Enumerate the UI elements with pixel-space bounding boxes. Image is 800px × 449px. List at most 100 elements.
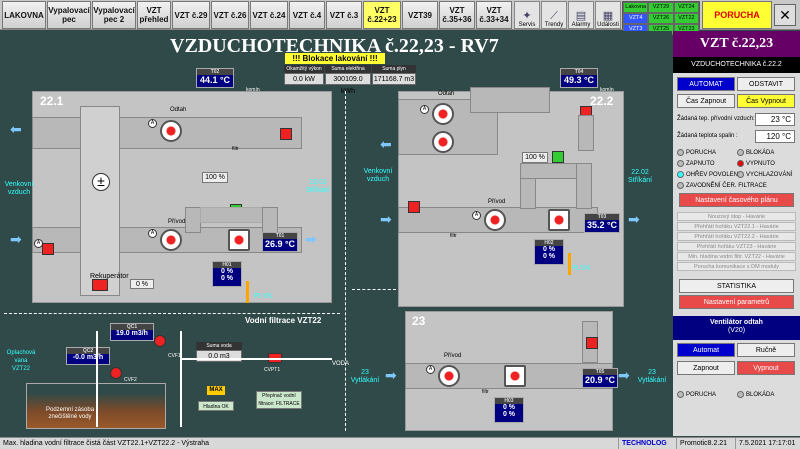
unit-title: VZT č.22,23 — [673, 31, 800, 57]
duct-vertical-22-1 — [185, 207, 201, 233]
duct-odtah-top-22-2 — [470, 87, 550, 113]
nav-vzt-29[interactable]: VZT č.29 — [172, 1, 210, 29]
zadana-spalin-input[interactable]: 120 °C — [755, 130, 795, 143]
led-blokada: BLOKÁDA — [737, 149, 774, 156]
nav-vzt-3[interactable]: VZT č.3 — [326, 1, 362, 29]
zadana-privod-input[interactable]: 23 °C — [755, 113, 795, 126]
nav-vzt-prehled[interactable]: VZT přehled — [137, 1, 171, 29]
fan-privod-22-2[interactable] — [484, 209, 506, 231]
damper-odtah-22-1[interactable] — [280, 128, 292, 140]
valve-22-2[interactable] — [552, 151, 564, 163]
fan-odtah-22-2a[interactable] — [432, 103, 454, 125]
nav-lakovna[interactable]: LAKOVNA — [2, 1, 46, 29]
nav-vzt-4[interactable]: VZT č.4 — [289, 1, 325, 29]
ventilator-zapnout-button[interactable]: Zapnout — [677, 361, 735, 375]
status-led-icon — [677, 149, 684, 156]
cas-vypnout-button[interactable]: Čas Vypnout — [737, 94, 795, 108]
servis-button[interactable]: ✦Servis — [514, 1, 540, 29]
damper-23[interactable] — [586, 337, 598, 349]
led-porucha: PORUCHA — [677, 149, 716, 156]
fan-privod-23[interactable] — [438, 365, 460, 387]
filtrace-title: Vodní filtrace VZT22 — [245, 316, 322, 325]
zone-22-1-label: 22.1 — [40, 94, 64, 108]
nav-vzt-35-36[interactable]: VZT č.35+36 — [439, 1, 475, 29]
events-icon: ▦ — [602, 10, 614, 22]
nb01-value: 0 % — [130, 279, 154, 289]
heater-23[interactable] — [504, 365, 526, 387]
odstavit-button[interactable]: ODSTAVIT — [737, 77, 795, 91]
burner-22-1[interactable] — [92, 279, 108, 291]
mode-indicator: A — [148, 119, 157, 128]
water-pipe — [182, 358, 332, 360]
nav-vzt-22-23[interactable]: VZT č.22+23 — [363, 1, 401, 29]
status-message[interactable]: Max. hladina vodní filtrace čistá část V… — [3, 440, 210, 447]
vytlakani-label-right: 23 Vytlákání — [637, 369, 667, 384]
rekuperator-box — [80, 106, 120, 296]
nav-vzt-24[interactable]: VZT č.24 — [250, 1, 288, 29]
led-zavodneni: ZAVODNĚNÍ ČER. FILTRACE — [677, 182, 767, 189]
udalosti-button[interactable]: ▦Události — [595, 1, 621, 29]
fan-odtah-22-2b[interactable] — [432, 131, 454, 153]
nav-vzt-26[interactable]: VZT č.26 — [211, 1, 249, 29]
trendy-button[interactable]: ⟋Trendy — [541, 1, 567, 29]
automat-button[interactable]: AUTOMAT — [677, 77, 735, 91]
pump-cvf1[interactable] — [154, 335, 166, 347]
status-datetime: 7.5.2021 17:17:01 — [735, 438, 798, 449]
pump-cvf2[interactable] — [110, 367, 122, 379]
alarm-row: Přehřátí hořáku VZT23 - Havárie — [677, 242, 796, 251]
venkovni-label-22-2: Venkovní vzduch — [363, 168, 393, 183]
ventilator-led-blokada: BLOKÁDA — [737, 391, 774, 398]
gas-pipe-22-2 — [568, 253, 571, 275]
mini-status-cell[interactable]: VZT22 — [673, 13, 699, 24]
privod-label-22-2: Přívod — [488, 199, 506, 205]
alarmy-button[interactable]: ▤Alarmy — [568, 1, 594, 29]
nav-vypalovaci-pec[interactable]: Vypalovací pec — [47, 1, 91, 29]
gas-pipe-22-1 — [246, 281, 249, 303]
chart-icon: ⟋ — [550, 10, 558, 22]
ventilator-vypnout-button[interactable]: Vypnout — [737, 361, 795, 375]
damper-22-1[interactable] — [42, 243, 54, 255]
mode-indicator: A — [426, 365, 435, 374]
filtrace-switch[interactable]: Přepínač vodní filtrace: FILTRACE — [256, 391, 302, 409]
nastaveni-planu-button[interactable]: Nastavení časového plánu — [679, 193, 794, 207]
alarm-icon: ▤ — [575, 10, 587, 22]
flow-qc2: QC2-0.0 m3/h — [66, 347, 110, 365]
striknani-label-22-2: 22.02 Stříkání — [627, 169, 653, 184]
mini-status-cell[interactable]: VZT24 — [673, 2, 699, 13]
led-vypnuto: VYPNUTO — [737, 160, 775, 167]
ventilator-automat-button[interactable]: Automat — [677, 343, 735, 357]
statistika-button[interactable]: STATISTIKA — [679, 279, 794, 293]
hladina-ok-status: Hladina OK — [198, 401, 234, 411]
ventilator-rucne-button[interactable]: Ručně — [737, 343, 795, 357]
mini-status-cell[interactable]: VZT4 — [623, 13, 649, 24]
nav-vzt-33-34[interactable]: VZT č.33+34 — [476, 1, 512, 29]
ventilator-led-porucha: PORUCHA — [677, 391, 716, 398]
status-led-icon — [677, 171, 684, 178]
heater-22-2[interactable] — [548, 209, 570, 231]
close-button[interactable]: ✕ — [774, 4, 796, 26]
odtah-label-22-2: Odtah — [438, 91, 455, 97]
damper-22-2[interactable] — [408, 201, 420, 213]
mini-status-cell[interactable]: Lakovna — [623, 2, 649, 13]
arrow-right-icon: ➡ — [305, 231, 317, 247]
zone-23-label: 23 — [412, 314, 426, 328]
fan-privod-22-1[interactable] — [160, 229, 182, 251]
close-icon: ✕ — [779, 6, 791, 23]
status-led-icon — [737, 149, 744, 156]
zone-22-2-label: 22.2 — [590, 94, 614, 108]
porucha-alarm-button[interactable]: PORUCHA — [702, 1, 772, 29]
heater-22-1[interactable] — [228, 229, 250, 251]
fan-odtah-22-1[interactable] — [160, 120, 182, 142]
nav-vypalovaci-pec-2[interactable]: Vypalovací pec 2 — [92, 1, 136, 29]
nastaveni-parametru-button[interactable]: Nastavení parametrů — [679, 295, 794, 309]
mini-status-cell[interactable]: VZT29 — [648, 2, 674, 13]
oplachova-vana-label: Oplachová vana VZT22 — [6, 350, 36, 372]
nav-vzt-39[interactable]: VZT39 — [402, 1, 438, 29]
status-led-icon — [737, 171, 744, 178]
mini-status-cell[interactable]: VZT26 — [648, 13, 674, 24]
cas-zapnout-button[interactable]: Čas Zapnout — [677, 94, 735, 108]
